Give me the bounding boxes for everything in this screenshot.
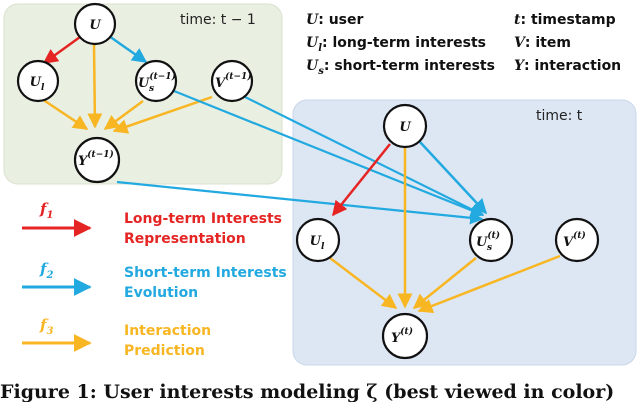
notation-right: t: timestamp V: item Y: interaction <box>514 12 621 74</box>
legend-f2-symbol: f2 <box>39 260 53 281</box>
node-long-term-current: Ul <box>295 217 341 263</box>
past-time-label: time: t − 1 <box>180 12 256 28</box>
edge-f2-y-past-to-us-cur <box>116 180 484 225</box>
current-time-label: time: t <box>536 108 583 124</box>
notation-short-term: Us: short-term interests <box>306 58 495 77</box>
notation-user: U: user <box>306 12 363 28</box>
edge-f2-v-past-to-us-cur <box>242 95 485 216</box>
svg-text:Ul: Ul <box>30 75 45 93</box>
legend-f2: f2 Short-term Interests Evolution <box>22 260 287 301</box>
node-short-term-current: U(t) s <box>468 217 514 263</box>
legend-f3-line2: Prediction <box>124 343 205 359</box>
legend-f1-symbol: f1 <box>39 200 53 221</box>
edge-f2-cur <box>419 141 488 215</box>
svg-text:U(t): U(t) <box>476 230 500 250</box>
svg-text:V(t): V(t) <box>563 230 586 250</box>
legend-f1-line1: Long-term Interests <box>124 211 282 227</box>
legend-f1-line2: Representation <box>124 231 246 247</box>
node-interaction-current: Y(t) <box>381 312 429 360</box>
notation-left: U: user Ul: long-term interests Us: shor… <box>306 12 495 77</box>
notation-interaction: Y: interaction <box>514 58 621 74</box>
legend-f2-line2: Evolution <box>124 285 198 301</box>
svg-text:U: U <box>399 120 411 135</box>
svg-text:V(t−1): V(t−1) <box>215 71 252 91</box>
edge-f3-ul-y-cur <box>329 257 398 309</box>
edge-f3-v-y-cur <box>417 254 561 314</box>
svg-text:s: s <box>487 243 492 253</box>
node-user-current: U <box>382 103 428 149</box>
svg-text:Ul: Ul <box>310 234 325 252</box>
legend-f1: f1 Long-term Interests Representation <box>22 200 282 247</box>
node-item-past: V(t−1) <box>210 59 254 103</box>
edge-f3-us-y-past <box>103 99 144 131</box>
legend-f3-symbol: f3 <box>39 316 53 337</box>
legend-f3: f3 Interaction Prediction <box>22 316 211 359</box>
node-interaction-past: Y(t−1) <box>73 136 121 184</box>
edge-f3-v-y-past <box>112 95 213 134</box>
svg-text:U(t−1): U(t−1) <box>138 71 176 91</box>
notation-item: V: item <box>514 35 571 51</box>
node-item-current: V(t) <box>554 217 600 263</box>
legend-f2-line1: Short-term Interests <box>124 265 287 281</box>
svg-text:Y(t−1): Y(t−1) <box>78 149 114 169</box>
notation-long-term: Ul: long-term interests <box>306 35 486 54</box>
legend-f3-line1: Interaction <box>124 323 211 339</box>
edge-f3-u-y-past <box>87 43 103 129</box>
edge-f2-us-past-to-us-cur <box>173 89 485 217</box>
edge-f1-cur <box>332 143 391 217</box>
node-short-term-past: U(t−1) s <box>134 59 178 103</box>
svg-text:Y(t): Y(t) <box>391 326 413 346</box>
figure-caption: Figure 1: User interests modeling ζ (bes… <box>0 381 614 402</box>
svg-text:s: s <box>149 84 154 94</box>
current-time-box <box>292 99 637 366</box>
edge-f3-ul-y-past <box>41 97 89 131</box>
svg-text:U: U <box>89 18 101 33</box>
node-long-term-past: Ul <box>16 59 60 103</box>
notation-timestamp: t: timestamp <box>514 12 616 28</box>
node-user-past: U <box>73 2 117 46</box>
edge-f1-past <box>42 35 81 65</box>
edge-f2-past <box>108 34 148 64</box>
